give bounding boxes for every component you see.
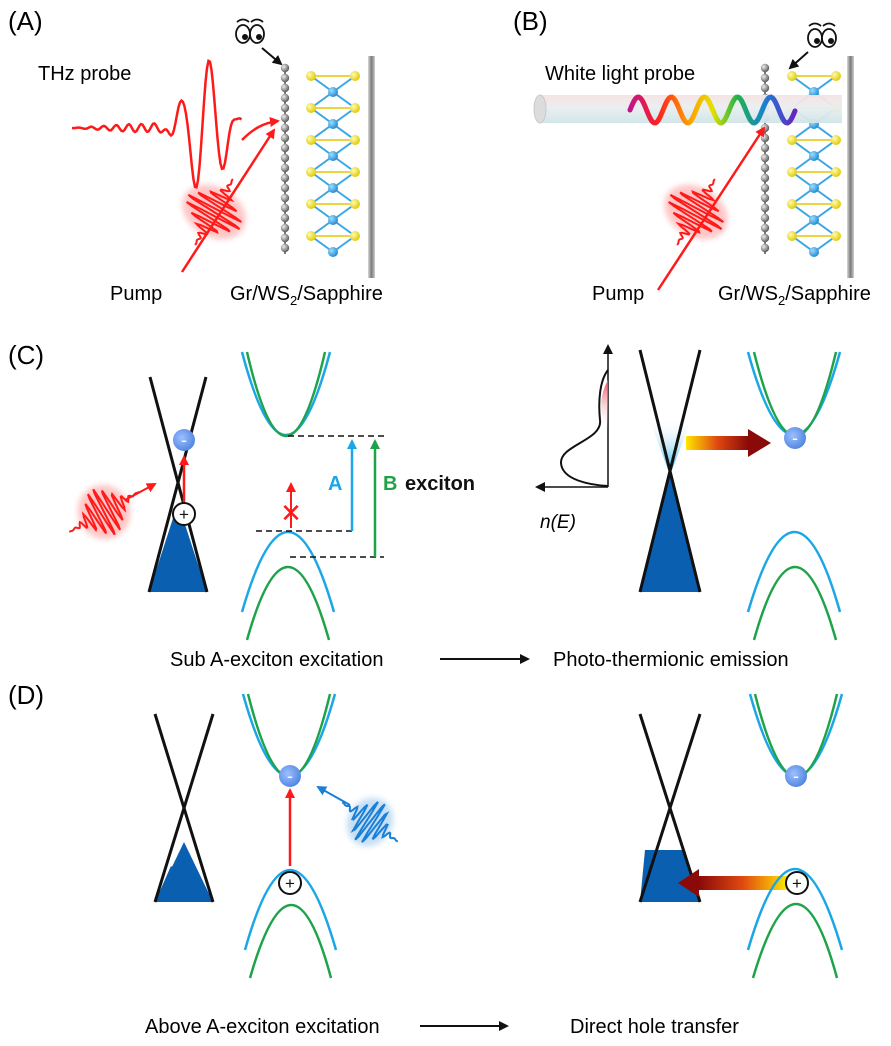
view-arrow-a bbox=[261, 47, 283, 66]
caption-c-right: Photo-thermionic emission bbox=[553, 649, 789, 671]
electron-c-left: - bbox=[173, 429, 195, 451]
hole-d-right: + bbox=[785, 871, 809, 895]
valence-band-green-d bbox=[248, 903, 333, 979]
valence-band-green-c bbox=[245, 565, 331, 641]
valence-band-green-c-right bbox=[752, 565, 838, 641]
svg-text:+: + bbox=[285, 874, 295, 893]
svg-text:-: - bbox=[287, 766, 293, 786]
white-light-probe-label: White light probe bbox=[545, 63, 695, 85]
electron-d-left: - bbox=[279, 765, 301, 787]
valence-band-cyan-c-right bbox=[746, 530, 842, 613]
conduction-band-cyan-c-right bbox=[746, 351, 842, 436]
valence-band-green-d-right bbox=[751, 902, 839, 979]
pump-pulse-a bbox=[182, 178, 246, 246]
svg-text:+: + bbox=[792, 874, 802, 893]
svg-text:-: - bbox=[792, 428, 798, 448]
pump-beam-a bbox=[180, 128, 276, 273]
graphene-cone-d-right bbox=[638, 713, 702, 903]
caption-d-left: Above A-exciton excitation bbox=[145, 1016, 380, 1038]
conduction-band-cyan-d-right bbox=[748, 693, 844, 777]
graphene-cone-c-right bbox=[638, 349, 702, 593]
valence-band-cyan-d-right bbox=[746, 868, 844, 951]
caption-d-right: Direct hole transfer bbox=[570, 1016, 739, 1038]
electron-d-right: - bbox=[785, 765, 807, 787]
graphene-cone-d-left bbox=[153, 713, 215, 903]
panel-d: (D) - + bbox=[8, 680, 844, 1038]
conduction-band-green-c bbox=[245, 351, 327, 438]
caption-c-left: Sub A-exciton excitation bbox=[170, 649, 383, 671]
valence-band-cyan-d bbox=[243, 868, 338, 951]
svg-text:+: + bbox=[179, 505, 189, 524]
valence-band-cyan-c bbox=[240, 530, 336, 613]
rainbow-wave bbox=[627, 94, 798, 126]
eyes-icon-a bbox=[235, 18, 265, 44]
panel-b-tag: (B) bbox=[513, 6, 548, 36]
label-b: B bbox=[383, 473, 397, 495]
panel-d-tag: (D) bbox=[8, 680, 44, 710]
svg-text:-: - bbox=[793, 766, 799, 786]
svg-text:-: - bbox=[181, 430, 187, 450]
conduction-band-green-c-right bbox=[752, 351, 838, 437]
crystal-a bbox=[280, 56, 375, 278]
pump-label-b: Pump bbox=[592, 283, 644, 305]
pump-pulse-b bbox=[664, 178, 728, 246]
conduction-band-cyan-d bbox=[241, 693, 337, 777]
pump-pulse-c-arrow bbox=[124, 483, 157, 501]
pump-beam-b bbox=[656, 126, 766, 291]
label-a: A bbox=[328, 473, 342, 495]
pump-pulse-d-arrow bbox=[316, 786, 351, 806]
panel-c-tag: (C) bbox=[8, 340, 44, 370]
graphene-cone-c-left bbox=[147, 376, 209, 593]
eyes-icon-b bbox=[807, 22, 837, 48]
conduction-band-cyan-c bbox=[240, 351, 332, 436]
panel-a: (A) THz probe Pump Gr/WS2/Sapphire bbox=[8, 6, 383, 308]
hole-d-left: + bbox=[278, 871, 302, 895]
pump-pulse-c bbox=[68, 485, 140, 539]
hole-c-left: + bbox=[172, 502, 196, 526]
blocked-cross-icon: ✕ bbox=[280, 498, 302, 528]
thz-arrow-to-sample bbox=[241, 117, 280, 141]
pump-label-a: Pump bbox=[110, 283, 162, 305]
dos-axis-label: n(E) bbox=[540, 512, 576, 533]
panel-c: (C) - + A B exciton ✕ bbox=[8, 340, 842, 671]
thz-probe-label: THz probe bbox=[38, 63, 131, 85]
panel-b: (B) White light probe Pump Gr/WS2/Sapphi… bbox=[513, 6, 871, 308]
label-exciton: exciton bbox=[405, 473, 475, 495]
pump-pulse-d bbox=[341, 797, 399, 847]
sample-label-a: Gr/WS2/Sapphire bbox=[230, 283, 383, 308]
view-arrow-b bbox=[788, 51, 809, 70]
dos-plot: n(E) bbox=[535, 344, 613, 533]
thz-pulse bbox=[71, 59, 243, 189]
conduction-band-green-d bbox=[246, 693, 332, 779]
conduction-band-green-d-right bbox=[753, 693, 839, 779]
sample-label-b: Gr/WS2/Sapphire bbox=[718, 283, 871, 308]
panel-a-tag: (A) bbox=[8, 6, 43, 36]
hole-transfer-arrow bbox=[699, 876, 787, 890]
dos-curve bbox=[559, 369, 609, 487]
thermionic-transfer-arrow bbox=[686, 436, 748, 450]
crystal-b bbox=[760, 56, 854, 278]
electron-c-right: - bbox=[784, 427, 806, 449]
